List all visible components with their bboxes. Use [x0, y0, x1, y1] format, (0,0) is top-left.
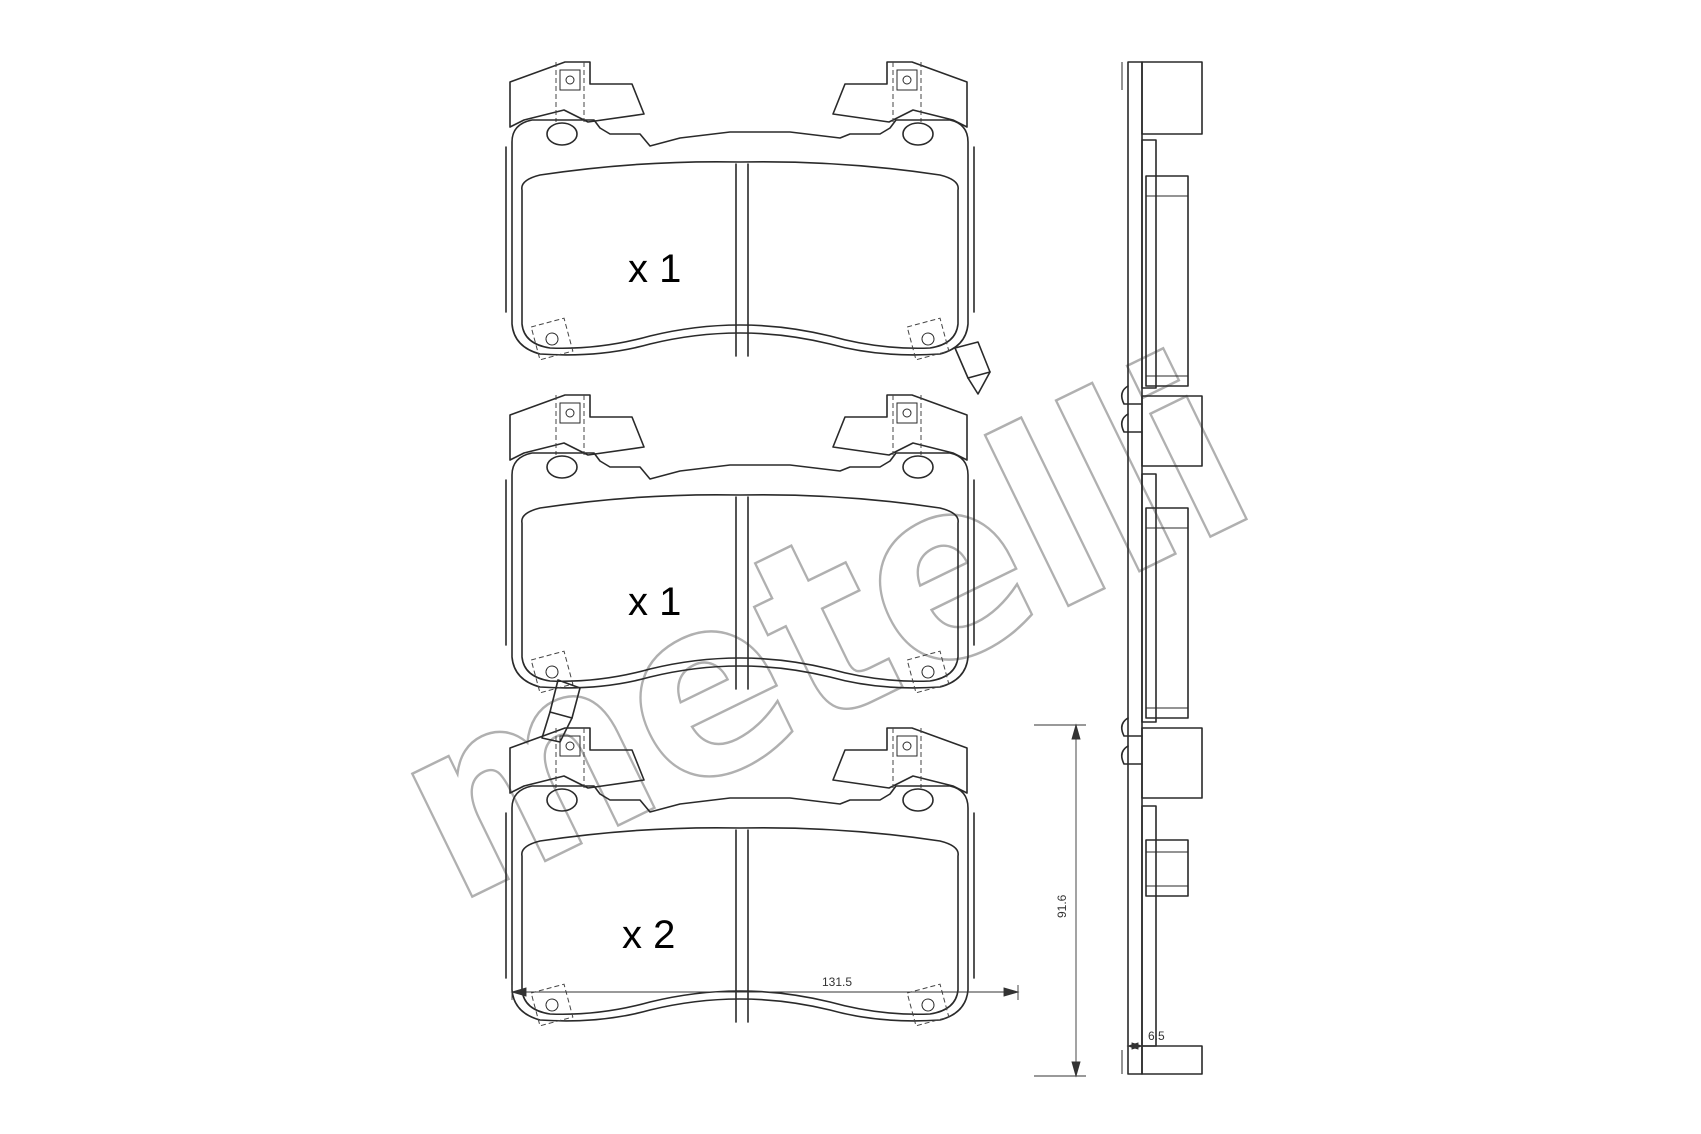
wear-indicator-middle: [541, 679, 581, 743]
side-profile-view: [1120, 61, 1203, 1075]
pad-1-quantity-label: x 1: [628, 247, 681, 291]
width-dimension-value: 131.5: [822, 975, 852, 989]
thickness-dimension-value: 6.5: [1148, 1029, 1165, 1043]
thickness-dimension: 6.5: [1126, 1029, 1190, 1050]
pad-2-quantity-label: x 1: [628, 580, 681, 624]
pad-3-quantity-label: x 2: [622, 913, 675, 957]
brake-pad-1: [505, 61, 975, 361]
height-dimension: 91.6: [1034, 723, 1086, 1078]
height-dimension-value: 91.6: [1055, 894, 1069, 918]
brand-watermark: metelli: [352, 301, 1291, 960]
wear-indicator-top: [954, 341, 991, 395]
watermark-text: metelli: [353, 302, 1289, 958]
width-dimension: 131.5: [510, 975, 1020, 1000]
